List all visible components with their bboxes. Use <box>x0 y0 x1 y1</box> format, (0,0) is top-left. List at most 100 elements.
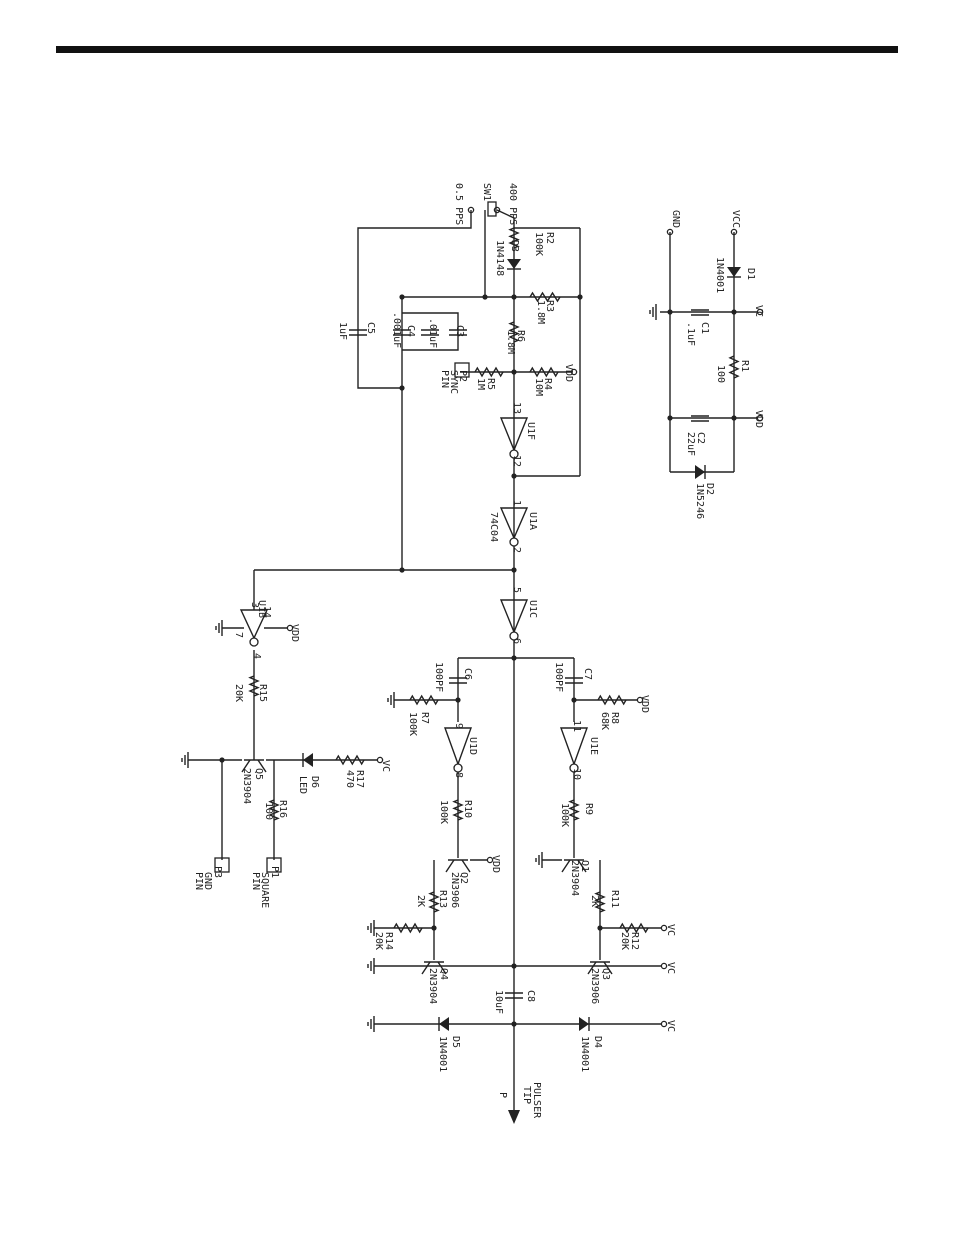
label-p2w: PIN <box>439 370 450 388</box>
label-vdd5: VDD <box>753 410 764 428</box>
resistor-symbol <box>508 321 520 343</box>
switch-symbol <box>487 201 497 217</box>
label-r17: R17 <box>354 770 365 788</box>
label-u1e: U1E <box>588 737 599 755</box>
resistor-symbol <box>428 891 440 913</box>
label-r6: R6 <box>515 330 526 342</box>
inverter-symbol <box>499 507 529 540</box>
terminal <box>756 308 764 316</box>
label-p5: 5 <box>511 587 522 593</box>
label-pp: P <box>497 1092 508 1098</box>
transistor-lead <box>577 859 587 873</box>
terminal <box>660 962 668 970</box>
label-vdd3: VDD <box>639 695 650 713</box>
label-r13: R13 <box>437 890 448 908</box>
label-r1: R1 <box>739 360 750 372</box>
label-p2v: SYNC <box>448 370 459 394</box>
label-u1av: 74C04 <box>488 512 499 542</box>
inverter-symbol <box>444 727 472 767</box>
inverter-symbol <box>499 417 529 452</box>
wire <box>357 210 472 389</box>
label-d4v: 1N4001 <box>579 1036 590 1072</box>
resistor-symbol <box>597 694 627 706</box>
label-c5v: 1uF <box>337 322 348 340</box>
junction-dot <box>577 294 583 300</box>
label-r4v: 10M <box>533 378 544 396</box>
label-d6v: LED <box>297 776 308 794</box>
label-c1v: .1uF <box>685 322 696 346</box>
square-pin-box <box>266 857 282 873</box>
diode-symbol <box>579 1017 589 1031</box>
label-c2v: 22uF <box>685 432 696 456</box>
junction-dot <box>511 1021 517 1027</box>
terminal <box>376 756 384 764</box>
label-pulser: PULSER <box>531 1082 542 1119</box>
label-p3w: PIN <box>193 872 204 890</box>
transistor-lead <box>421 961 431 975</box>
resistor-symbol <box>248 675 260 697</box>
label-p1: 1 <box>511 500 522 506</box>
label-q3v: 2N3906 <box>589 968 600 1004</box>
label-c8: C8 <box>525 990 536 1002</box>
junction-dot <box>597 925 603 931</box>
label-r11: R11 <box>609 890 620 908</box>
wire <box>402 312 459 351</box>
inverter-bubble <box>509 631 519 641</box>
label-r9: R9 <box>583 803 594 815</box>
label-d5v: 1N4001 <box>437 1036 448 1072</box>
label-r5v: 1M <box>475 378 486 390</box>
pulser-tip-arrow <box>508 1110 520 1124</box>
label-r9v: 100K <box>559 803 570 827</box>
label-d6: D6 <box>309 776 320 788</box>
label-r10v: 100K <box>438 800 449 824</box>
label-vdd2: VDD <box>289 624 300 642</box>
label-c5: C5 <box>365 322 376 334</box>
transistor-lead <box>461 859 471 873</box>
transistor-lead <box>241 759 251 773</box>
diode-symbol <box>303 753 313 767</box>
terminal <box>570 368 578 376</box>
resistor-symbol <box>568 799 580 821</box>
label-vc2: VC <box>665 924 676 936</box>
inverter-symbol <box>499 599 529 634</box>
label-p7: 7 <box>233 632 244 638</box>
label-c6: C6 <box>462 668 473 680</box>
diode-symbol <box>439 1017 449 1031</box>
label-p12: 12 <box>511 455 522 467</box>
label-p4: 4 <box>251 653 262 659</box>
label-r1v: 100 <box>715 365 726 383</box>
transistor-lead <box>587 961 597 975</box>
label-q4v: 2N3904 <box>427 968 438 1004</box>
label-r8v: 68K <box>599 712 610 730</box>
label-c6v: 100PF <box>433 662 444 692</box>
schematic-wires <box>181 201 764 1124</box>
terminal <box>756 414 764 422</box>
diode-symbol <box>695 465 705 479</box>
top-rule <box>56 46 898 53</box>
label-d2: D2 <box>704 483 715 495</box>
label-r6v: 1.8M <box>505 330 516 354</box>
label-d1v: 1N4001 <box>714 257 725 293</box>
label-r2: R2 <box>544 232 555 244</box>
label-r14: R14 <box>383 932 394 950</box>
label-q1: Q1 <box>579 860 590 872</box>
inverter-bubble <box>249 637 259 647</box>
label-vdd1: VDD <box>563 364 574 382</box>
inverter-bubble <box>509 449 519 459</box>
inverter-symbol <box>560 727 588 767</box>
label-r7: R7 <box>419 712 430 724</box>
label-c7: C7 <box>582 668 593 680</box>
label-p8: 8 <box>453 772 464 778</box>
label-p1v: SQUARE <box>259 872 270 908</box>
inverter-symbol <box>239 609 269 640</box>
label-p2: P2 <box>457 370 468 382</box>
resistor-symbol <box>619 922 649 934</box>
diode-symbol <box>727 267 741 277</box>
label-p6: 6 <box>511 638 522 644</box>
label-d2v: 1N5246 <box>694 483 705 519</box>
label-u1b: U1B <box>256 600 267 618</box>
terminal <box>636 696 644 704</box>
inverter-bubble <box>509 537 519 547</box>
